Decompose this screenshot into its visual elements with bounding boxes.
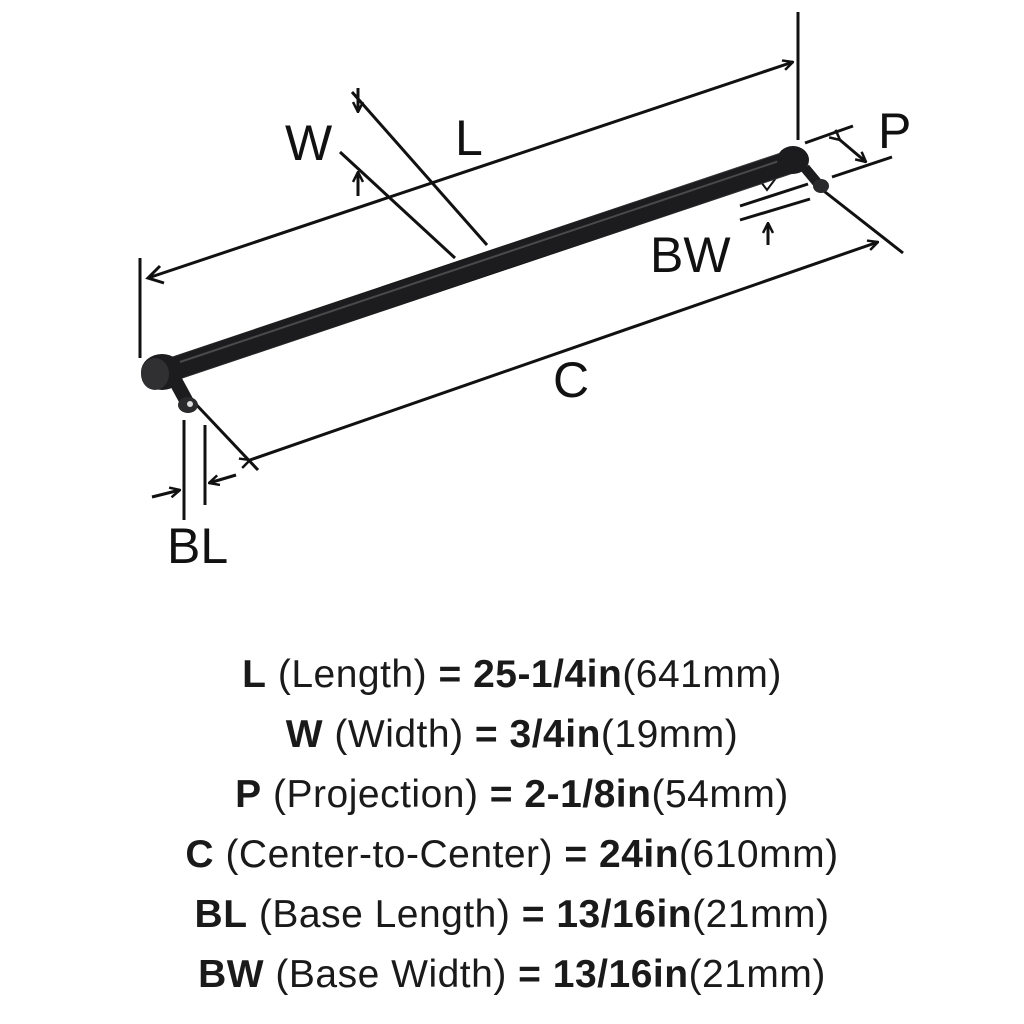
bar-pull-handle [141, 146, 829, 413]
spec-eq: = [489, 773, 514, 816]
spec-base-width: BW (Base Width) = 13/16in(21mm) [0, 945, 1024, 1005]
spec-metric: (641mm) [622, 653, 782, 696]
label-p: P [878, 103, 911, 159]
spec-eq: = [474, 713, 499, 756]
spec-projection: P (Projection) = 2-1/8in(54mm) [0, 765, 1024, 825]
spec-imperial: 3/4in [509, 713, 601, 756]
spec-code: C [185, 833, 215, 876]
base-length-arrow-left [151, 490, 180, 499]
spec-name: (Length) [277, 653, 428, 696]
specifications-list: L (Length) = 25-1/4in(641mm) W (Width) =… [0, 645, 1024, 1005]
spec-width: W (Width) = 3/4in(19mm) [0, 705, 1024, 765]
spec-metric: (19mm) [600, 713, 739, 756]
spec-eq: = [521, 893, 545, 936]
spec-name: (Base Length) [258, 893, 511, 936]
dimension-diagram: W L P BW C BL [138, 12, 911, 574]
base-width-line-top [739, 182, 809, 208]
spec-eq: = [564, 833, 588, 876]
base-length-arrow-right [209, 473, 237, 483]
spec-center-to-center: C (Center-to-Center) = 24in(610mm) [0, 825, 1024, 885]
spec-code: BL [194, 893, 248, 936]
projection-line-bottom [831, 155, 893, 179]
spec-name: (Center-to-Center) [225, 833, 554, 876]
width-line-top [350, 91, 489, 246]
center-extension-left [188, 396, 260, 472]
label-bw: BW [650, 227, 731, 283]
spec-imperial: 2-1/8in [524, 773, 652, 816]
spec-eq: = [518, 953, 542, 996]
label-l: L [455, 110, 483, 166]
width-line-bottom [338, 150, 457, 260]
spec-base-length: BL (Base Length) = 13/16in(21mm) [0, 885, 1024, 945]
spec-metric: (21mm) [688, 953, 826, 996]
spec-name: (Base Width) [275, 953, 507, 996]
spec-name: (Width) [334, 713, 464, 756]
spec-code: P [235, 773, 262, 816]
spec-length: L (Length) = 25-1/4in(641mm) [0, 645, 1024, 705]
spec-metric: (610mm) [679, 833, 839, 876]
label-bl: BL [167, 518, 228, 574]
label-w: W [285, 115, 333, 171]
label-c: C [553, 352, 589, 408]
center-extension-right [819, 186, 904, 255]
spec-eq: = [438, 653, 462, 696]
spec-code: W [285, 713, 324, 756]
spec-imperial: 13/16in [552, 953, 689, 996]
spec-code: BW [198, 953, 265, 996]
spec-metric: (54mm) [651, 773, 789, 816]
spec-metric: (21mm) [692, 893, 830, 936]
spec-imperial: 24in [599, 833, 680, 876]
spec-imperial: 13/16in [556, 893, 693, 936]
base-width-line-bottom [739, 197, 811, 222]
spec-code: L [242, 653, 267, 696]
projection-line-top [804, 124, 854, 145]
spec-imperial: 25-1/4in [473, 653, 623, 696]
center-dimension-line [250, 242, 878, 460]
length-arrow-left [145, 264, 165, 285]
projection-arrow [840, 140, 866, 162]
spec-name: (Projection) [273, 773, 479, 816]
